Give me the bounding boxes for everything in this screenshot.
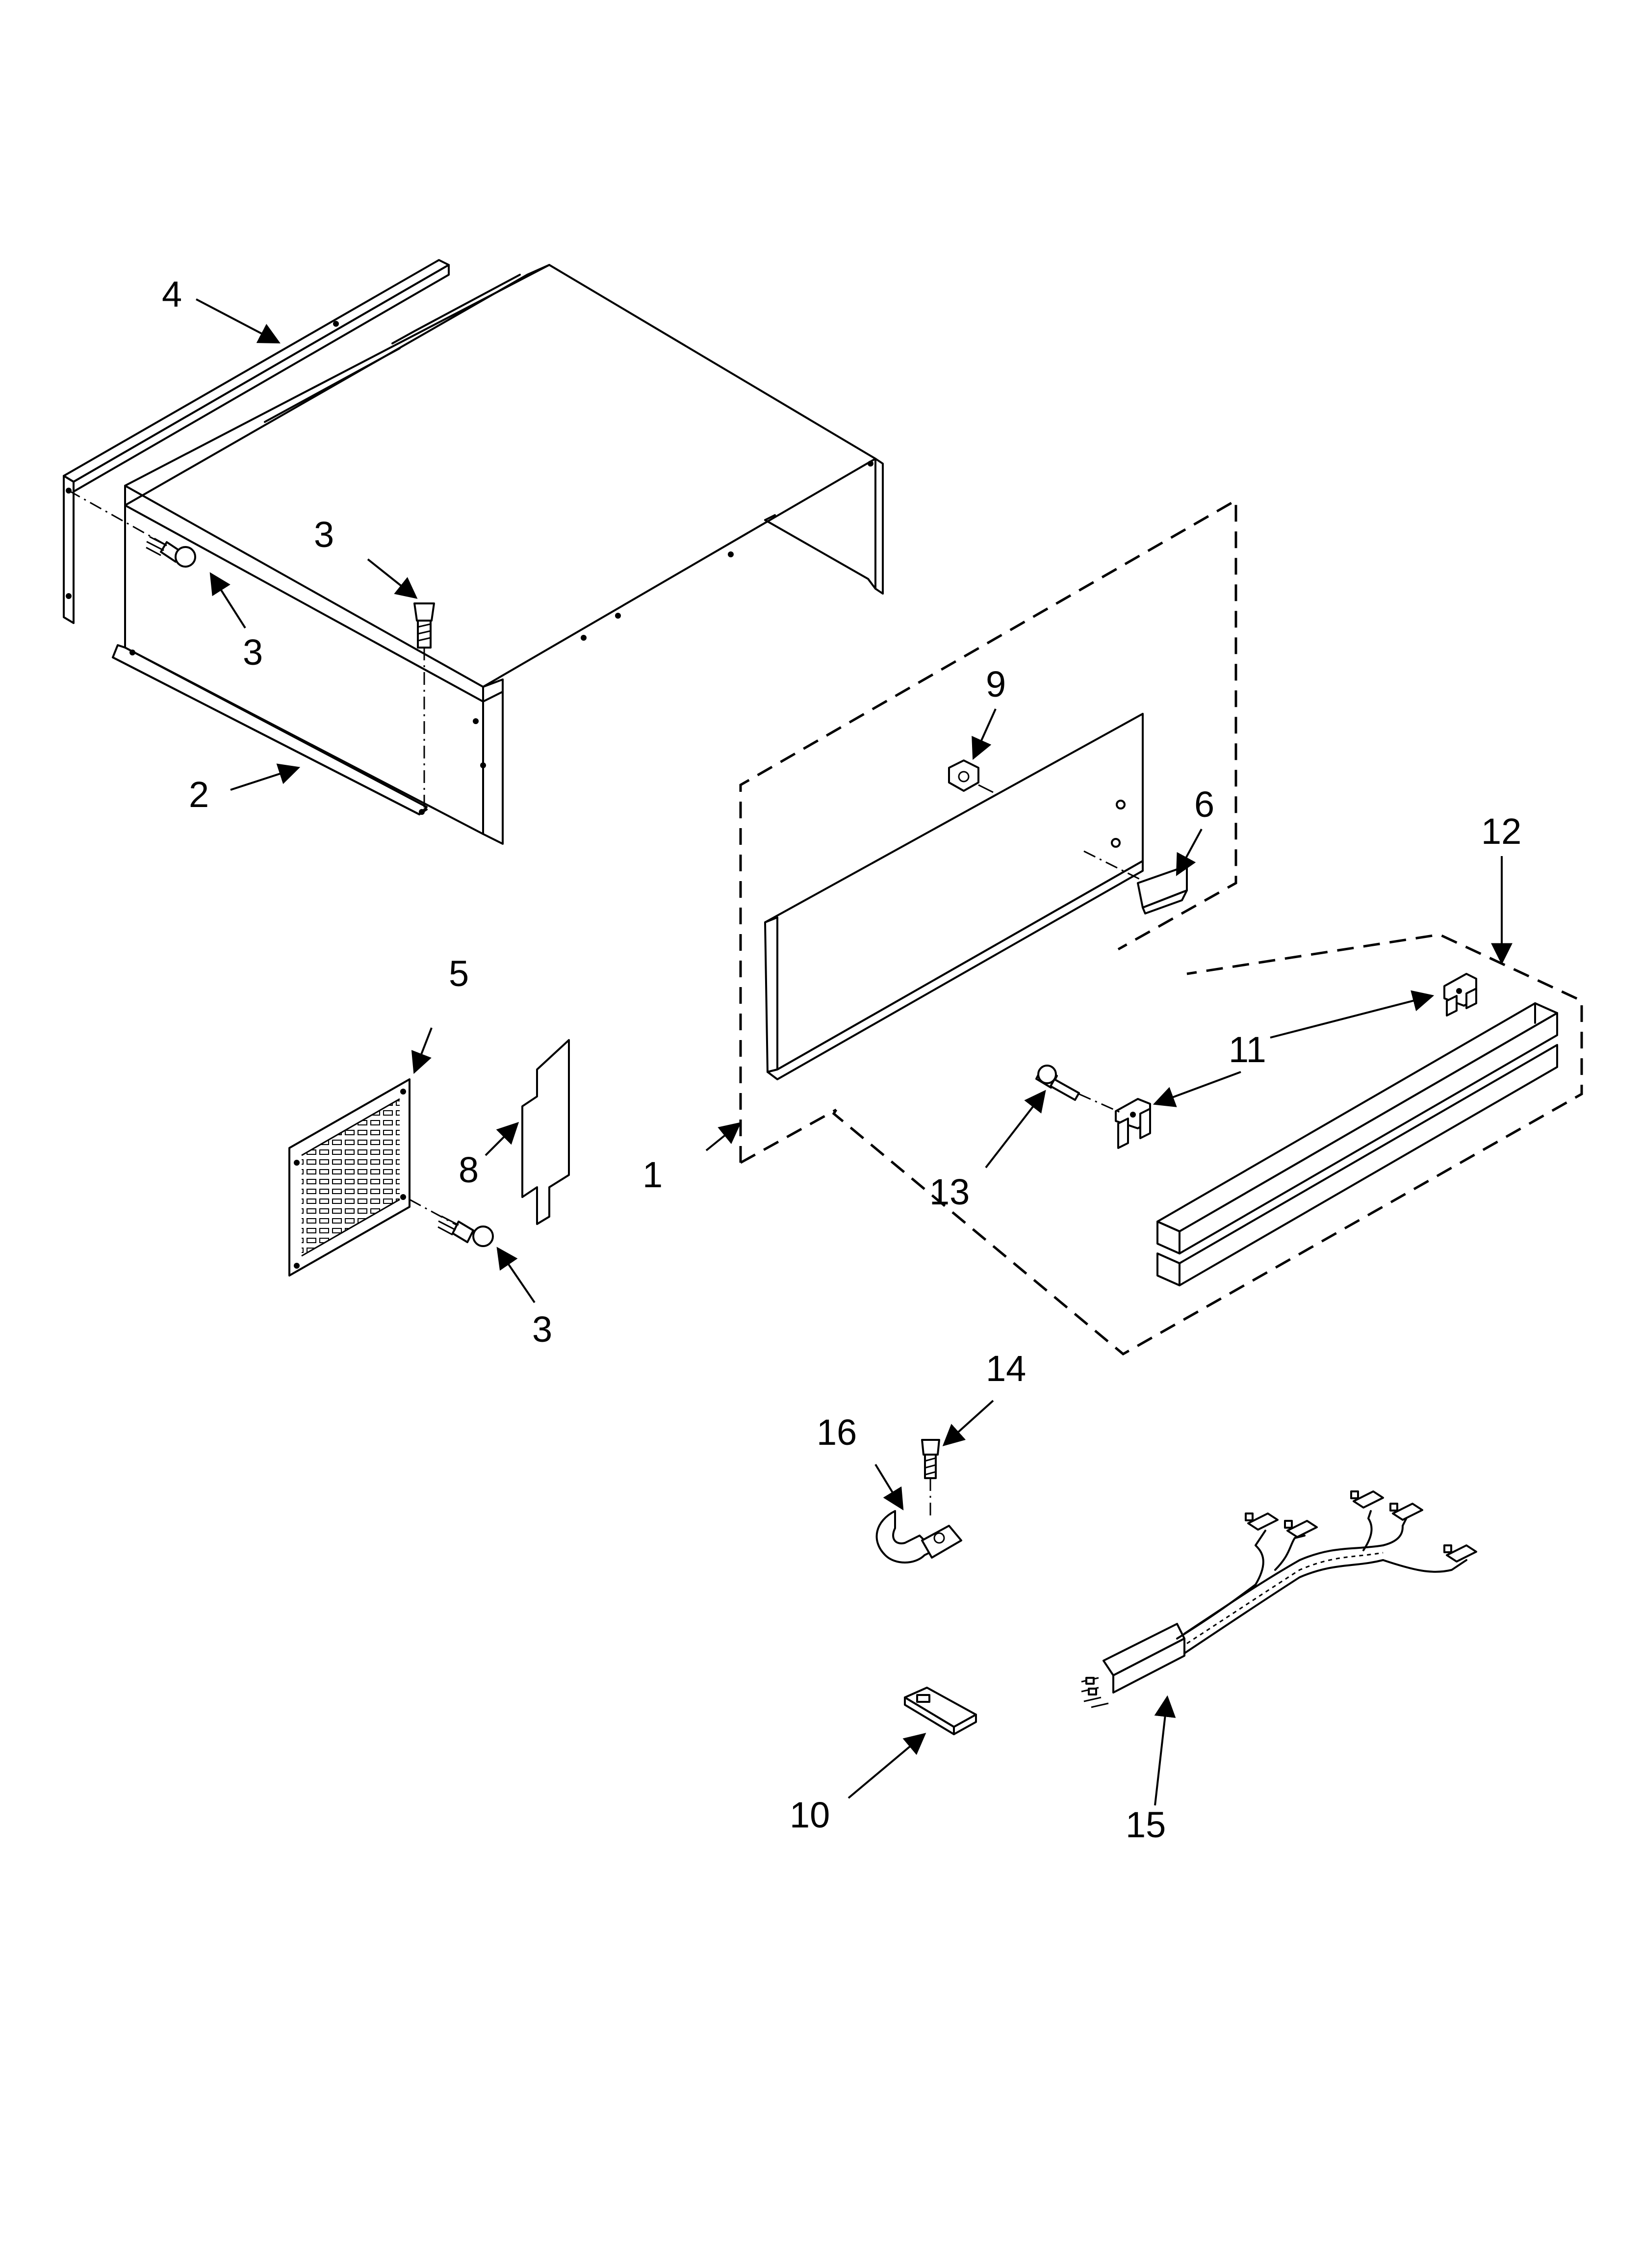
callout-10: 10 [790, 1795, 830, 1835]
trim-strip-part-12 [1156, 1002, 1558, 1286]
screw-part-3-housing-side [68, 490, 196, 568]
callout-15: 15 [1126, 1804, 1166, 1845]
callout-3-grille: 3 [532, 1309, 552, 1350]
callout-13: 13 [929, 1172, 970, 1212]
callout-11: 11 [1229, 1029, 1266, 1070]
housing-part-2 [112, 264, 884, 845]
bracket-part-11-upper [1443, 973, 1477, 1017]
screw-part-3-housing-top [413, 602, 435, 809]
callout-9: 9 [986, 664, 1006, 704]
callout-8: 8 [459, 1149, 479, 1190]
assembly-outline-part-12 [832, 933, 1583, 1356]
nut-part-9 [948, 759, 994, 793]
screw-part-3-grille [437, 1215, 494, 1247]
callout-14: 14 [986, 1348, 1026, 1389]
callout-12: 12 [1481, 811, 1521, 852]
wire-harness-part-15 [1081, 1490, 1477, 1708]
callout-2: 2 [189, 774, 209, 815]
bracket-part-11-lower [1115, 1098, 1151, 1149]
leader-lines [196, 298, 1513, 1806]
callout-6: 6 [1194, 784, 1214, 825]
callout-3-side: 3 [243, 632, 263, 673]
front-panel [764, 713, 1144, 1080]
rear-panel-part-4 [63, 259, 450, 624]
callout-5: 5 [449, 953, 469, 994]
callout-4: 4 [162, 274, 182, 314]
assembly-outline-part-1 [739, 498, 1237, 1164]
callout-16: 16 [817, 1412, 857, 1453]
callout-labels: 4 2 3 3 9 6 12 5 11 8 1 13 3 14 16 10 15 [162, 274, 1521, 1845]
clip-part-6 [1083, 850, 1188, 914]
connector-part-10 [904, 1687, 977, 1735]
clamp-part-16 [875, 1510, 962, 1564]
callout-3-top: 3 [314, 514, 334, 555]
callout-1: 1 [642, 1154, 663, 1195]
screw-part-13 [1035, 1065, 1124, 1115]
insulation-part-8 [521, 1039, 570, 1225]
grille-part-5 [288, 1078, 469, 1277]
screw-part-14 [921, 1439, 940, 1516]
